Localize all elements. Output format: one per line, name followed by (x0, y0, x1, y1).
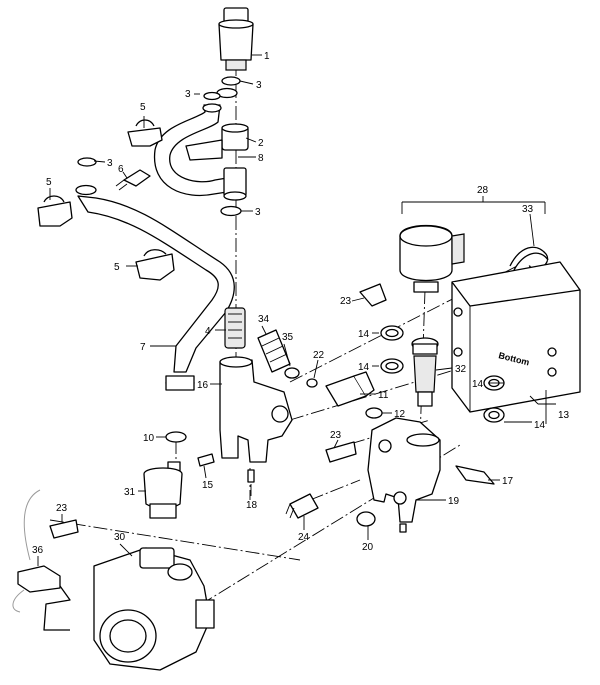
callout-3-bottom: 3 (255, 207, 261, 218)
callout-23-top: 23 (340, 296, 352, 307)
part-33-clip (509, 213, 549, 271)
callout-31: 31 (124, 487, 136, 498)
callout-5-middle: 5 (114, 262, 120, 273)
callout-5-upper: 5 (140, 102, 146, 113)
callout-3-top: 3 (256, 80, 262, 91)
axis-sensor-24 (309, 479, 361, 501)
part-1-air-vent (218, 7, 262, 71)
part-11-flow-sensor (325, 371, 375, 407)
part-20-o-ring (356, 511, 376, 527)
clip-23-middle (325, 441, 357, 463)
small-screw-lower (399, 523, 407, 533)
upper-flow-pipe (153, 103, 249, 201)
callout-5-left: 5 (46, 177, 52, 188)
part-36-clip (12, 489, 71, 631)
clip-5-left (37, 195, 73, 227)
callout-32: 32 (455, 364, 467, 375)
seal-ring-14-a (380, 325, 404, 341)
callout-leaders (37, 80, 532, 566)
callout-30: 30 (114, 532, 126, 543)
callout-35: 35 (282, 332, 294, 343)
callout-33: 33 (522, 204, 534, 215)
part-19-valve-body (367, 417, 441, 523)
o-ring-3-left-top (203, 87, 238, 101)
callout-28: 28 (477, 185, 489, 196)
callout-7: 7 (140, 342, 146, 353)
callout-20: 20 (362, 542, 374, 553)
callout-4: 4 (205, 326, 211, 337)
callout-6: 6 (118, 164, 124, 175)
callout-2: 2 (258, 138, 264, 149)
clip-5-upper (127, 119, 163, 147)
part-17-clip (455, 465, 495, 485)
part-18-screw (247, 469, 255, 483)
clip-23-top (359, 283, 387, 307)
callout-23-middle: 23 (330, 430, 342, 441)
part-34-cartridge (257, 329, 291, 373)
callout-15: 15 (202, 480, 214, 491)
part-30-pump (93, 547, 215, 671)
seal-ring-14-b (380, 358, 404, 374)
part-7-return-pipe (77, 195, 235, 391)
callout-14-d: 14 (534, 420, 546, 431)
callout-34: 34 (258, 314, 270, 325)
callout-3-left: 3 (107, 158, 113, 169)
part-4-filter (224, 307, 246, 349)
part-31-air-vent (143, 461, 183, 519)
axis-pump-left (49, 519, 301, 561)
callout-11: 11 (378, 390, 389, 401)
callout-36: 36 (32, 545, 44, 556)
o-ring-3-left (75, 157, 97, 196)
o-ring-3-top (221, 76, 241, 86)
callout-24: 24 (298, 532, 310, 543)
seal-ring-14-d (483, 407, 505, 423)
callout-17: 17 (502, 476, 514, 487)
part-24-sensor (285, 493, 319, 519)
callout-14-b: 14 (358, 362, 370, 373)
o-ring-10 (165, 431, 187, 443)
part-15-screw (197, 453, 215, 467)
clip-23-left (49, 519, 79, 539)
callout-16: 16 (197, 380, 209, 391)
callout-10: 10 (143, 433, 155, 444)
part-28-diverter-motor (399, 196, 546, 293)
callout-19: 19 (448, 496, 460, 507)
part-12-o-ring (365, 407, 383, 419)
callout-23-left: 23 (56, 503, 68, 514)
part-32-diverter-cartridge (411, 337, 439, 407)
callout-22: 22 (313, 350, 325, 361)
o-ring-35 (284, 367, 300, 379)
callout-labels: 1 3 3 2 8 3 3 5 6 5 5 7 4 16 10 15 18 34… (32, 51, 570, 556)
part-6-sensor (115, 169, 151, 191)
callout-3-upper-left: 3 (185, 89, 191, 100)
callout-18: 18 (246, 500, 258, 511)
callout-14-a: 14 (358, 329, 370, 340)
o-ring-3-bottom (220, 205, 242, 217)
callout-1: 1 (264, 51, 270, 62)
clip-5-middle (135, 249, 175, 281)
callout-14-c: 14 (472, 379, 484, 390)
callout-13: 13 (558, 410, 570, 421)
part-13-heat-exchanger: Bottom (451, 261, 581, 424)
part-16-flow-housing (219, 356, 293, 463)
callout-8: 8 (258, 153, 264, 164)
callout-12: 12 (394, 409, 406, 420)
part-22-ring (306, 378, 318, 388)
